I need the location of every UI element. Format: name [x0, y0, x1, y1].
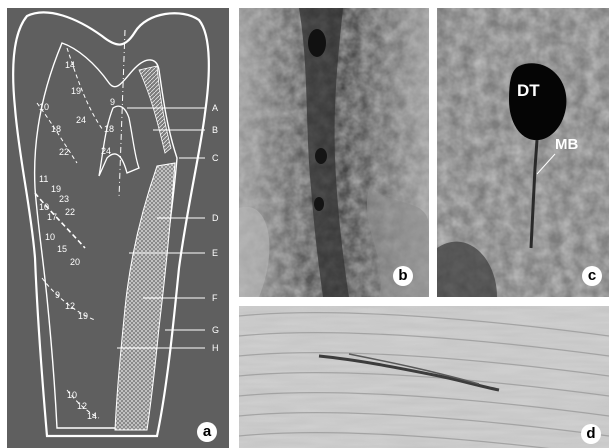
number-10-b: 10 [39, 202, 49, 212]
enamel-hatched-band [139, 66, 171, 153]
number-22-a: 22 [59, 147, 69, 157]
panel-c-letter: c [582, 266, 602, 286]
pulp-chamber [99, 106, 139, 176]
label-C: C [212, 153, 219, 163]
micrograph-b-image [239, 8, 429, 297]
panel-c-micrograph: DT MB c [437, 8, 609, 297]
center-dash-line [119, 30, 125, 198]
tooth-outer-outline [13, 12, 209, 436]
panel-d-micrograph: d [239, 306, 609, 448]
label-G: G [212, 325, 219, 335]
panel-b-letter: b [393, 266, 413, 286]
number-19-c: 19 [78, 311, 88, 321]
panel-b-micrograph: b [239, 8, 429, 297]
number-22-b: 22 [65, 207, 75, 217]
number-23: 23 [59, 194, 69, 204]
number-12-b: 12 [77, 401, 87, 411]
number-19-top: 19 [71, 86, 81, 96]
number-18-mid: 18 [104, 124, 114, 134]
number-12-a: 12 [65, 301, 75, 311]
label-B: B [212, 125, 218, 135]
number-19-b: 19 [51, 184, 61, 194]
label-H: H [212, 343, 219, 353]
number-15: 15 [57, 244, 67, 254]
label-E: E [212, 248, 218, 258]
number-17: 17 [47, 212, 57, 222]
panel-a-tooth-diagram: A B C D E F G H 14 19 9 18 24 24 10 18 2… [7, 8, 229, 448]
label-MB: MB [555, 136, 578, 153]
number-9-top: 9 [110, 97, 115, 107]
label-A: A [212, 103, 218, 113]
number-9-b: 9 [55, 290, 60, 300]
number-24-b: 24 [101, 146, 111, 156]
number-20: 20 [70, 257, 80, 267]
number-18-left: 18 [51, 124, 61, 134]
number-11: 11 [39, 174, 48, 184]
tooth-diagram: A B C D E F G H 14 19 9 18 24 24 10 18 2… [7, 8, 229, 448]
label-DT: DT [517, 81, 540, 101]
panel-d-letter: d [581, 424, 601, 444]
number-10-a: 10 [39, 102, 49, 112]
label-F: F [212, 293, 218, 303]
number-14-top: 14 [65, 60, 75, 70]
micrograph-d-image [239, 306, 609, 448]
panel-a-letter: a [197, 422, 217, 442]
micrograph-c-image [437, 8, 609, 297]
number-14-b: 14 [87, 411, 97, 421]
number-10-c: 10 [45, 232, 55, 242]
number-10-d: 10 [67, 390, 77, 400]
number-24-a: 24 [76, 115, 86, 125]
label-D: D [212, 213, 219, 223]
